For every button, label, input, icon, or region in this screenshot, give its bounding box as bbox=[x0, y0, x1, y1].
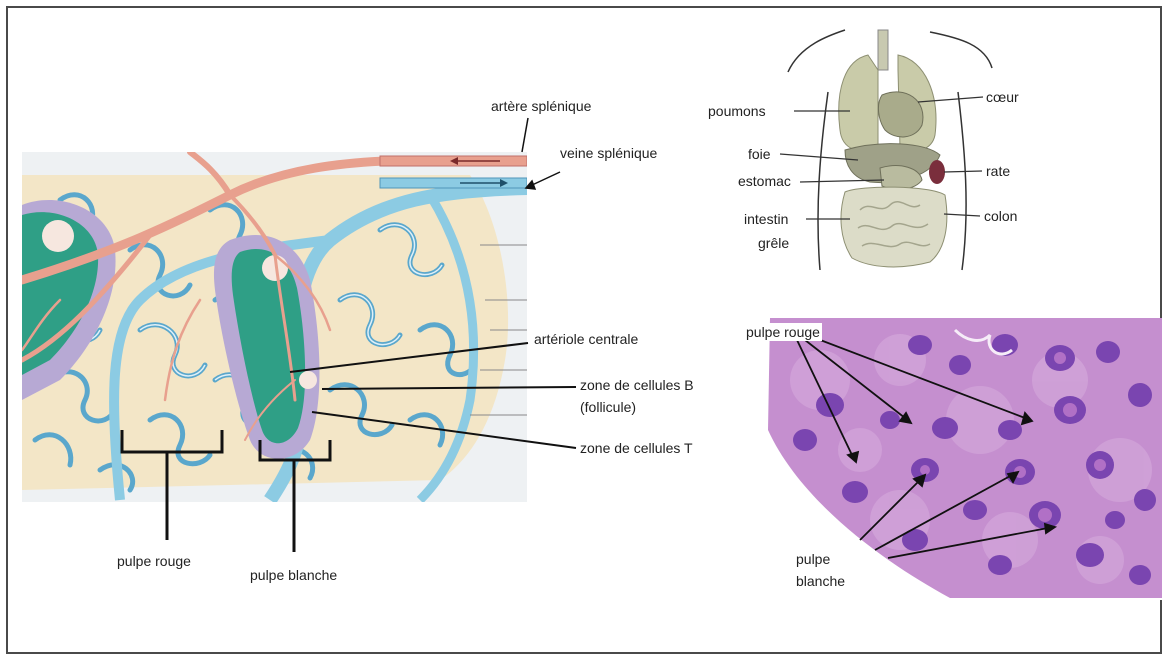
label-histo-pulpe-rouge: pulpe rouge bbox=[744, 323, 822, 341]
label-estomac: estomac bbox=[738, 172, 791, 190]
intestines bbox=[841, 187, 947, 267]
label-arteriole-centrale: artériole centrale bbox=[534, 330, 638, 348]
spleen-tissue-diagram bbox=[22, 152, 527, 502]
label-grele: grêle bbox=[758, 234, 789, 252]
label-rate: rate bbox=[986, 162, 1010, 180]
label-intestin: intestin bbox=[744, 210, 788, 228]
label-zone-b-line1: zone de cellules B bbox=[580, 376, 694, 394]
label-histo-pulpe-line1: pulpe bbox=[792, 548, 834, 570]
label-artere-splenique: artère splénique bbox=[491, 97, 591, 115]
label-histo-pulpe-line2: blanche bbox=[792, 570, 849, 592]
label-poumons: poumons bbox=[708, 102, 766, 120]
left-lung bbox=[839, 55, 878, 151]
label-colon: colon bbox=[984, 207, 1017, 225]
label-pulpe-rouge: pulpe rouge bbox=[117, 552, 191, 570]
label-foie: foie bbox=[748, 145, 771, 163]
label-zone-t: zone de cellules T bbox=[580, 439, 693, 457]
label-pulpe-blanche: pulpe blanche bbox=[250, 566, 337, 584]
torso-anatomy bbox=[788, 30, 992, 270]
label-veine-splenique: veine splénique bbox=[560, 144, 657, 162]
label-zone-b-line2: (follicule) bbox=[580, 398, 636, 416]
spleen-organ bbox=[929, 160, 945, 184]
vessel-pointers bbox=[522, 118, 560, 189]
label-coeur: cœur bbox=[986, 88, 1019, 106]
